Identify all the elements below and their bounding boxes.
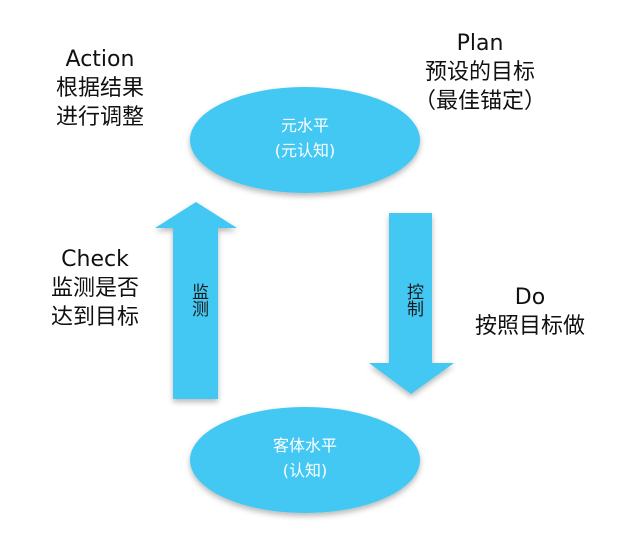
object-level-node [190, 407, 420, 513]
monitor-arrow [155, 202, 237, 399]
check-line-1: 监测是否 [50, 276, 139, 301]
action-label: Action 根据结果 进行调整 [30, 45, 170, 132]
check-line-2: 达到目标 [50, 305, 139, 330]
object-level-subtitle: (认知) [282, 461, 328, 480]
action-line-1: 根据结果 [55, 76, 144, 101]
plan-line-1: 预设的目标 [424, 60, 535, 85]
do-line-1: 按照目标做 [474, 314, 585, 339]
plan-label: Plan 预设的目标 （最佳锚定） [400, 29, 560, 116]
do-title: Do [514, 285, 546, 310]
meta-level-label: 元水平 (元认知) [230, 113, 380, 163]
meta-level-subtitle: (元认知) [274, 141, 336, 160]
control-arrow-label: 控制 [403, 283, 423, 317]
plan-title: Plan [456, 31, 504, 56]
object-level-label: 客体水平 (认知) [230, 433, 380, 483]
action-title: Action [65, 47, 135, 72]
do-label: Do 按照目标做 [455, 283, 605, 341]
meta-level-title: 元水平 [280, 116, 329, 135]
action-line-2: 进行调整 [55, 105, 144, 130]
control-arrow [369, 213, 454, 394]
meta-level-node [190, 87, 420, 193]
object-level-title: 客体水平 [272, 436, 337, 455]
monitor-arrow-label: 监测 [188, 283, 208, 317]
plan-line-2: （最佳锚定） [413, 89, 546, 114]
check-title: Check [61, 247, 129, 272]
check-label: Check 监测是否 达到目标 [25, 245, 165, 332]
